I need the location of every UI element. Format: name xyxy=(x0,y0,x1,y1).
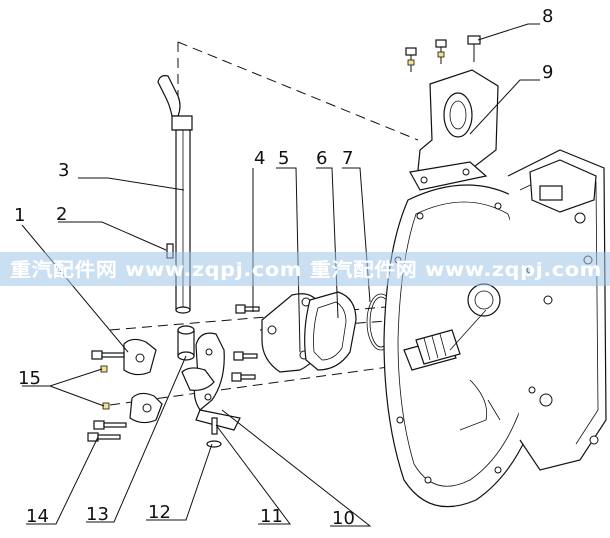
callout-3: 3 xyxy=(58,160,69,181)
callout-15: 15 xyxy=(18,368,41,389)
callout-2: 2 xyxy=(56,204,67,225)
watermark: 重汽配件网 www.zqpj.com 重汽配件网 www.zqpj.com xyxy=(0,252,610,286)
part-1-bearing-bracket xyxy=(123,338,163,424)
part-13-bushing xyxy=(177,325,195,361)
leader-lines xyxy=(21,23,540,527)
callout-9: 9 xyxy=(542,62,553,83)
watermark-band xyxy=(0,252,610,286)
part-8-bolts xyxy=(405,35,481,72)
callout-6: 6 xyxy=(316,148,327,169)
callout-1: 1 xyxy=(14,205,25,226)
watermark-text: 重汽配件网 www.zqpj.com 重汽配件网 www.zqpj.com xyxy=(10,258,602,281)
part-9-mounting-bracket xyxy=(409,69,499,191)
callout-8: 8 xyxy=(542,6,553,27)
part-15-inserts xyxy=(100,365,110,410)
part-11-fork-bracket xyxy=(181,332,241,431)
callout-10: 10 xyxy=(332,508,355,529)
part-14-bolts xyxy=(87,350,127,442)
callout-4: 4 xyxy=(254,148,265,169)
callout-5: 5 xyxy=(278,148,289,169)
callout-13: 13 xyxy=(86,504,109,525)
transmission-housing xyxy=(383,149,607,508)
callout-labels: 1 2 3 4 5 6 7 8 9 10 11 12 13 14 15 xyxy=(14,6,553,529)
callout-14: 14 xyxy=(26,506,49,527)
callout-12: 12 xyxy=(148,502,171,523)
callout-11: 11 xyxy=(260,506,283,527)
callout-7: 7 xyxy=(342,148,353,169)
part-6-gasket xyxy=(304,291,357,371)
part-4-bolts xyxy=(231,304,260,382)
